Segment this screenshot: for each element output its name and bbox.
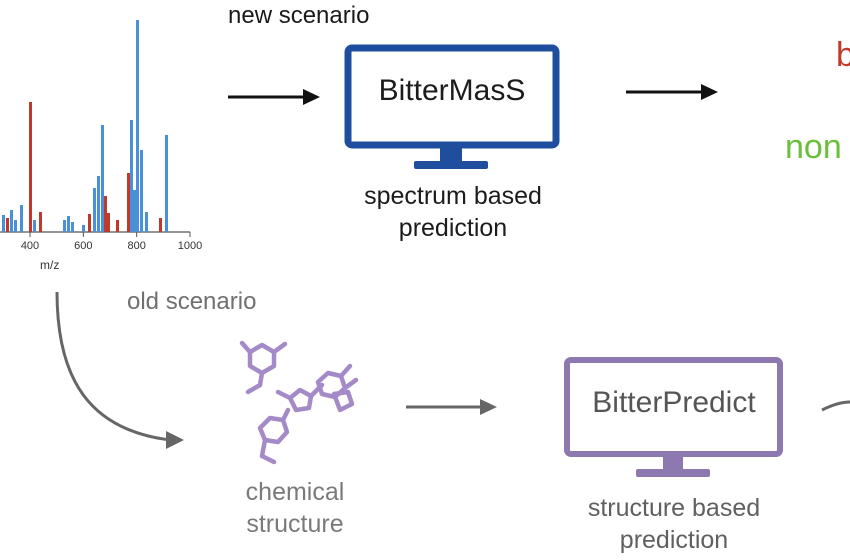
spectrum-peak <box>107 213 110 232</box>
bitterpredict-title: BitterPredict <box>592 386 756 419</box>
spectrum-tick-label: 1000 <box>178 240 202 252</box>
spectrum-peak <box>145 212 148 232</box>
spectrum-peak <box>39 212 42 232</box>
spectrum-peak <box>136 20 139 232</box>
spectrum-peak <box>104 196 107 232</box>
spectrum-peak <box>88 214 91 232</box>
monitor-bittermass <box>344 44 560 169</box>
spectrum-x-axis-label: m/z <box>40 258 60 272</box>
spectrum-peak <box>93 188 96 232</box>
monitor-bitterpredict <box>564 357 783 477</box>
spectrum-peak <box>82 225 85 232</box>
spectrum-peak <box>97 176 100 232</box>
spectrum-peak <box>159 218 162 232</box>
spectrum-peak <box>63 220 66 232</box>
arrow-bittermass-to-output <box>626 84 718 100</box>
spectrum-peak <box>6 218 9 232</box>
arrow-structure-to-bitterpredict <box>406 399 497 415</box>
bittermass-caption: spectrum based prediction <box>335 180 571 244</box>
spectrum-tick-label: 800 <box>127 240 145 252</box>
spectrum-peak <box>2 215 5 232</box>
output-bitter-label: b <box>836 36 850 74</box>
bittermass-caption-line1: spectrum based <box>364 182 542 210</box>
old-scenario-label: old scenario <box>127 288 257 315</box>
bitterpredict-caption-line2: prediction <box>619 526 729 554</box>
spectrum-peak <box>101 125 104 232</box>
arrow-spectrum-to-bittermass <box>228 89 320 105</box>
spectrum-tick-label: 600 <box>74 240 92 252</box>
chemical-caption-line2: structure <box>246 510 344 538</box>
chemical-structure-caption: chemical structure <box>210 476 380 540</box>
new-scenario-label: new scenario <box>228 2 370 29</box>
molecule-structures <box>239 340 359 465</box>
spectrum-tick-label: 400 <box>21 240 39 252</box>
spectrum-peak <box>133 190 136 232</box>
spectrum-peak <box>140 150 143 232</box>
spectrum-peak <box>29 102 32 232</box>
arrow-spectrum-to-structure <box>55 291 184 449</box>
spectrum-peak <box>67 216 70 232</box>
spectrum-peak <box>71 222 74 232</box>
bitterpredict-caption-line1: structure based <box>587 494 761 522</box>
bittermass-caption-line2: prediction <box>398 214 508 242</box>
spectrum-ticks: 400 600 800 1000 <box>21 232 202 252</box>
arrow-bitterpredict-to-output <box>821 400 850 412</box>
spectrum-peak <box>165 135 168 232</box>
spectrum-peak <box>116 220 119 232</box>
spectrum-peak <box>10 210 13 232</box>
spectrum-peak <box>127 173 130 232</box>
spectrum-peak <box>130 120 133 232</box>
chemical-caption-line1: chemical <box>245 478 345 506</box>
output-non-bitter-label: non <box>785 128 842 166</box>
spectrum-bars <box>2 20 168 232</box>
bittermass-title: BitterMasS <box>378 74 526 107</box>
bitterpredict-caption: structure based prediction <box>560 492 788 556</box>
spectrum-peak <box>20 205 23 232</box>
spectrum-peak <box>33 220 36 232</box>
spectrum-peak <box>14 220 17 232</box>
